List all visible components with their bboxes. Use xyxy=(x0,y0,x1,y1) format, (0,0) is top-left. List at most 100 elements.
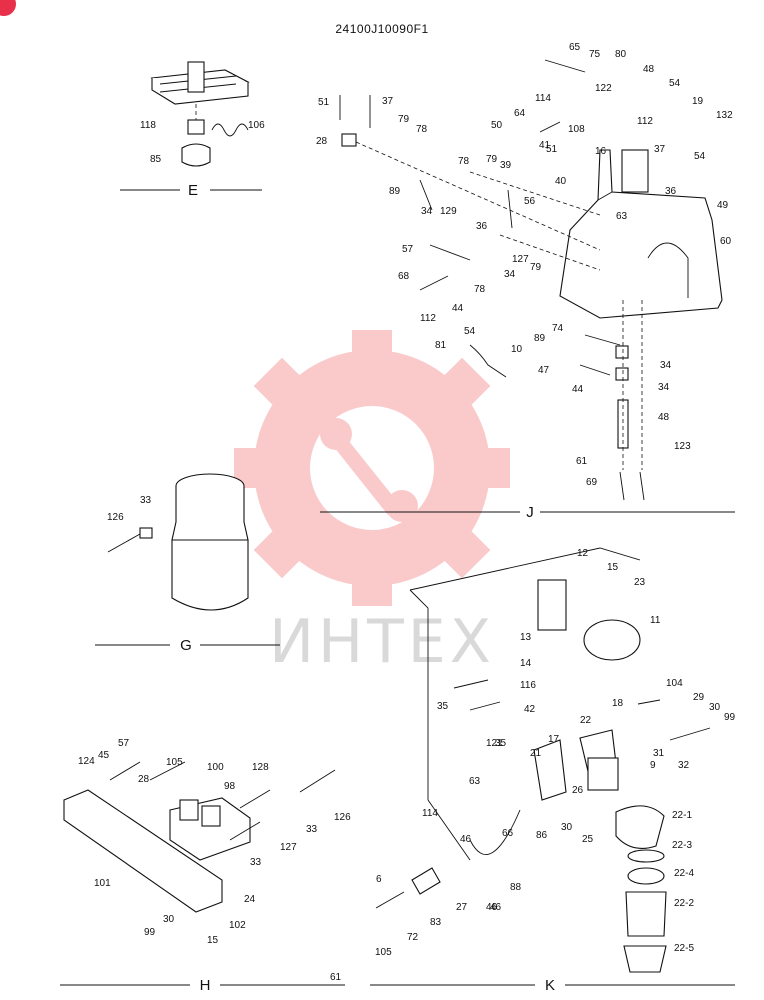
part-label-j-25: 39 xyxy=(500,160,512,171)
part-label-k-26: 66 xyxy=(502,828,514,839)
part-label-h-12: 101 xyxy=(94,878,111,889)
part-label-g-1: 126 xyxy=(107,512,124,523)
part-label-k-11: 30 xyxy=(709,702,721,713)
part-label-j-40: 78 xyxy=(474,284,486,295)
part-label-h-8: 126 xyxy=(334,812,351,823)
part-label-k-33: 22-4 xyxy=(674,868,694,879)
part-label-j-50: 34 xyxy=(660,360,672,371)
part-label-j-6: 51 xyxy=(318,97,330,108)
part-label-k-28: 30 xyxy=(561,822,573,833)
part-label-k-29: 25 xyxy=(582,834,594,845)
part-label-k-17: 35 xyxy=(495,738,507,749)
part-label-j-16: 108 xyxy=(568,124,585,135)
part-label-g-0: 33 xyxy=(140,495,152,506)
part-label-j-57: 61 xyxy=(330,972,342,983)
part-label-h-14: 99 xyxy=(144,927,156,938)
part-label-j-54: 61 xyxy=(576,456,588,467)
part-label-j-45: 89 xyxy=(534,333,546,344)
part-label-j-30: 56 xyxy=(524,196,536,207)
part-label-k-21: 63 xyxy=(469,776,481,787)
part-label-j-0: 65 xyxy=(569,42,581,53)
part-label-k-14: 22 xyxy=(580,715,592,726)
part-label-k-13: 18 xyxy=(612,698,624,709)
part-label-k-41: 46 xyxy=(490,902,502,913)
part-label-k-10: 29 xyxy=(693,692,705,703)
part-label-k-7: 35 xyxy=(437,701,449,712)
part-label-h-5: 124 xyxy=(78,756,95,767)
part-label-k-9: 104 xyxy=(666,678,683,689)
part-label-k-20: 9 xyxy=(650,760,656,771)
part-label-h-13: 24 xyxy=(244,894,256,905)
watermark-text: ИНТЕХ xyxy=(269,607,495,677)
part-label-h-10: 127 xyxy=(280,842,297,853)
part-label-h-16: 15 xyxy=(207,935,219,946)
part-label-j-49: 47 xyxy=(538,365,550,376)
part-label-k-31: 6 xyxy=(376,874,382,885)
part-label-j-8: 114 xyxy=(535,93,551,104)
part-label-j-11: 28 xyxy=(316,136,328,147)
part-label-k-2: 23 xyxy=(634,577,646,588)
part-label-k-23: 22-1 xyxy=(672,810,692,821)
part-label-k-38: 105 xyxy=(375,947,392,958)
part-label-j-21: 79 xyxy=(486,154,498,165)
part-label-k-16: 32 xyxy=(678,760,690,771)
part-label-e-2: 85 xyxy=(150,154,162,165)
part-label-j-24: 51 xyxy=(546,144,558,155)
part-label-j-22: 78 xyxy=(458,156,470,167)
part-label-j-1: 75 xyxy=(589,49,601,60)
part-label-j-7: 37 xyxy=(382,96,394,107)
part-label-j-23: 41 xyxy=(539,140,551,151)
part-label-h-4: 128 xyxy=(252,762,269,773)
part-label-h-0: 57 xyxy=(118,738,130,749)
part-label-h-15: 30 xyxy=(163,914,175,925)
part-label-j-48: 81 xyxy=(435,340,447,351)
part-label-k-4: 13 xyxy=(520,632,532,643)
part-label-j-14: 50 xyxy=(491,120,503,131)
part-label-k-40: 83 xyxy=(430,917,442,928)
part-label-k-39: 72 xyxy=(407,932,419,943)
section-k-drawing xyxy=(370,547,735,986)
part-label-j-19: 37 xyxy=(654,144,666,155)
part-label-k-1: 15 xyxy=(607,562,619,573)
part-label-k-35: 121 xyxy=(486,738,503,749)
part-label-j-31: 36 xyxy=(665,186,677,197)
part-label-k-15: 31 xyxy=(653,748,665,759)
part-label-k-42: 22-5 xyxy=(674,943,694,954)
part-label-k-12: 99 xyxy=(724,712,736,723)
part-label-k-37: 22-2 xyxy=(674,898,694,909)
part-label-j-34: 57 xyxy=(402,244,414,255)
part-label-h-2: 105 xyxy=(166,757,183,768)
part-label-e-1: 106 xyxy=(248,120,265,131)
section-e-drawing xyxy=(120,61,262,191)
part-label-k-3: 11 xyxy=(650,615,661,626)
part-label-k-27: 86 xyxy=(536,830,548,841)
part-label-j-39: 79 xyxy=(530,262,542,273)
part-label-k-34: 88 xyxy=(510,882,522,893)
part-label-j-43: 34 xyxy=(504,269,516,280)
part-label-k-6: 116 xyxy=(520,680,536,691)
watermark-gear-icon xyxy=(234,330,510,606)
part-label-j-44: 54 xyxy=(464,326,476,337)
part-label-h-1: 45 xyxy=(98,750,110,761)
part-label-j-35: 36 xyxy=(476,221,488,232)
part-label-j-36: 60 xyxy=(720,236,732,247)
part-label-j-42: 112 xyxy=(420,313,436,324)
section-h-drawing xyxy=(60,761,345,986)
corner-badge-icon xyxy=(0,0,16,16)
part-label-j-17: 112 xyxy=(637,116,653,127)
part-label-j-37: 68 xyxy=(398,271,410,282)
part-label-k-32: 46 xyxy=(486,902,498,913)
part-label-j-28: 34 xyxy=(421,206,433,217)
section-g-drawing xyxy=(95,473,280,646)
section-label-g: G xyxy=(180,637,192,654)
part-label-h-11: 33 xyxy=(250,857,262,868)
part-label-h-7: 98 xyxy=(224,781,236,792)
part-label-j-32: 49 xyxy=(717,200,729,211)
part-label-j-27: 89 xyxy=(389,186,401,197)
part-label-j-53: 48 xyxy=(658,412,670,423)
part-label-j-29: 129 xyxy=(440,206,457,217)
part-label-j-33: 63 xyxy=(616,211,628,222)
